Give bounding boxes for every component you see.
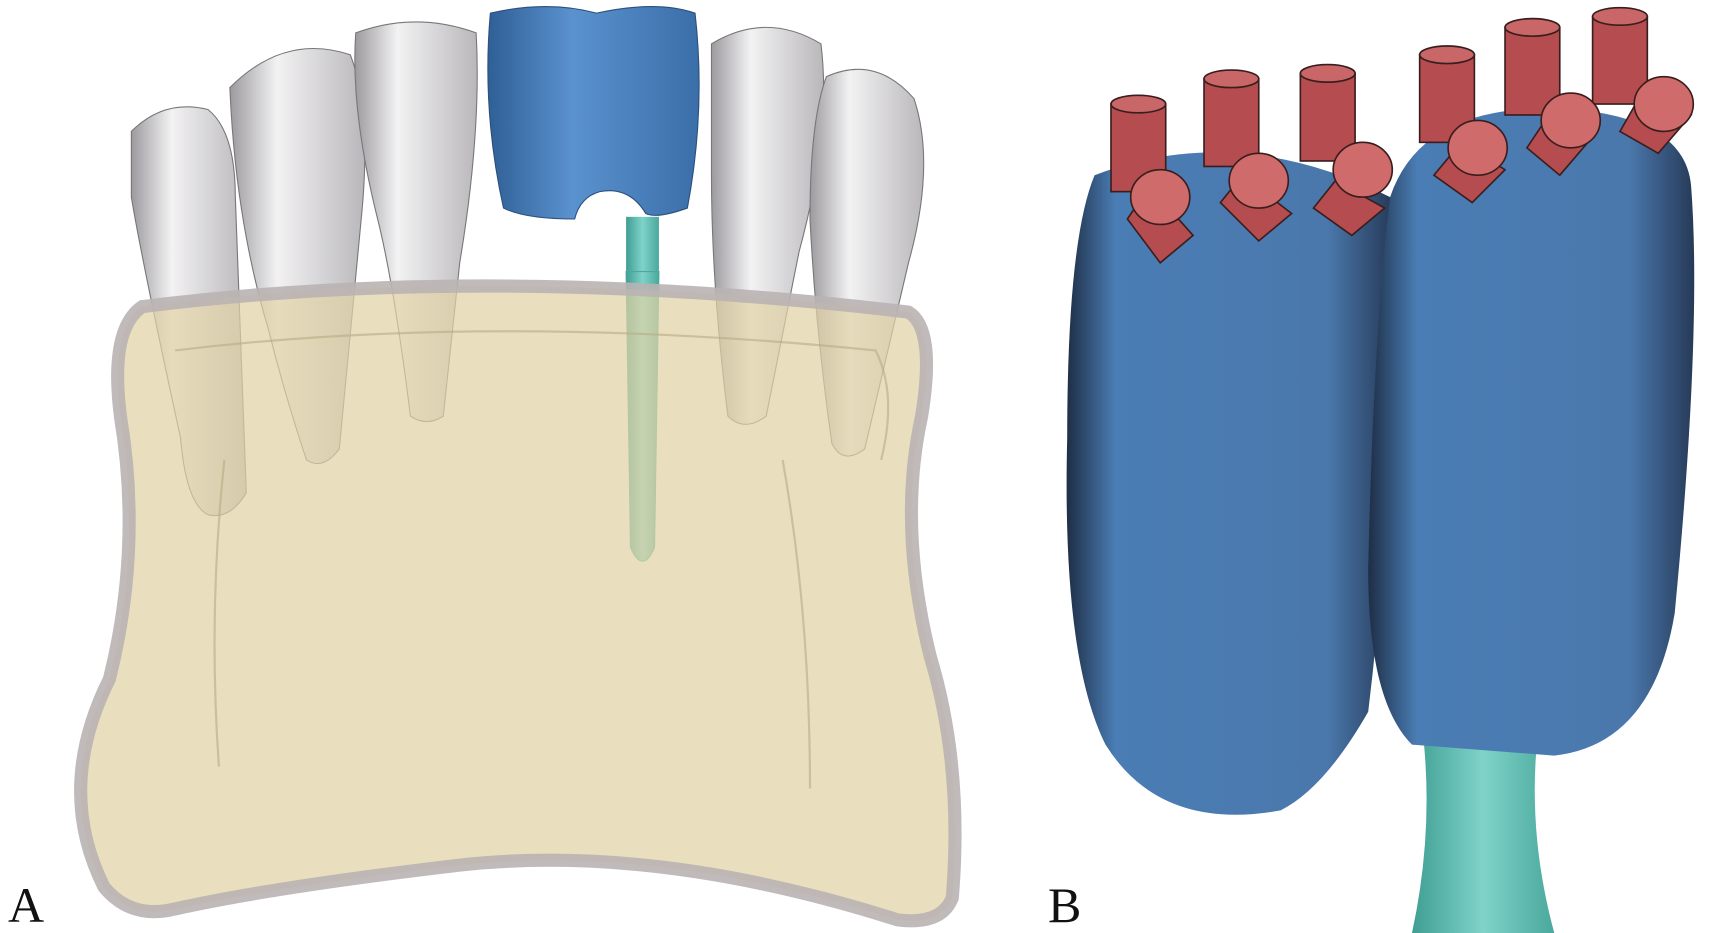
pin <box>1618 75 1695 155</box>
left-lobe <box>1066 152 1393 815</box>
panel-a-model <box>74 6 962 928</box>
crown <box>487 6 700 220</box>
pin <box>1525 92 1602 177</box>
pin <box>1312 141 1394 237</box>
pin <box>1203 69 1260 168</box>
pin <box>1126 168 1195 265</box>
right-lobe <box>1368 108 1695 756</box>
bone-inner-outline <box>174 330 890 789</box>
panel-label-a: A <box>8 877 45 933</box>
pin <box>1219 152 1293 243</box>
pins <box>1110 6 1695 265</box>
bone-base <box>74 279 962 928</box>
panel-b-model <box>1066 6 1695 933</box>
implant-abutment <box>626 216 659 272</box>
panel-label-b: B <box>1048 877 1082 933</box>
pin <box>1432 119 1509 204</box>
neck <box>1411 733 1555 933</box>
